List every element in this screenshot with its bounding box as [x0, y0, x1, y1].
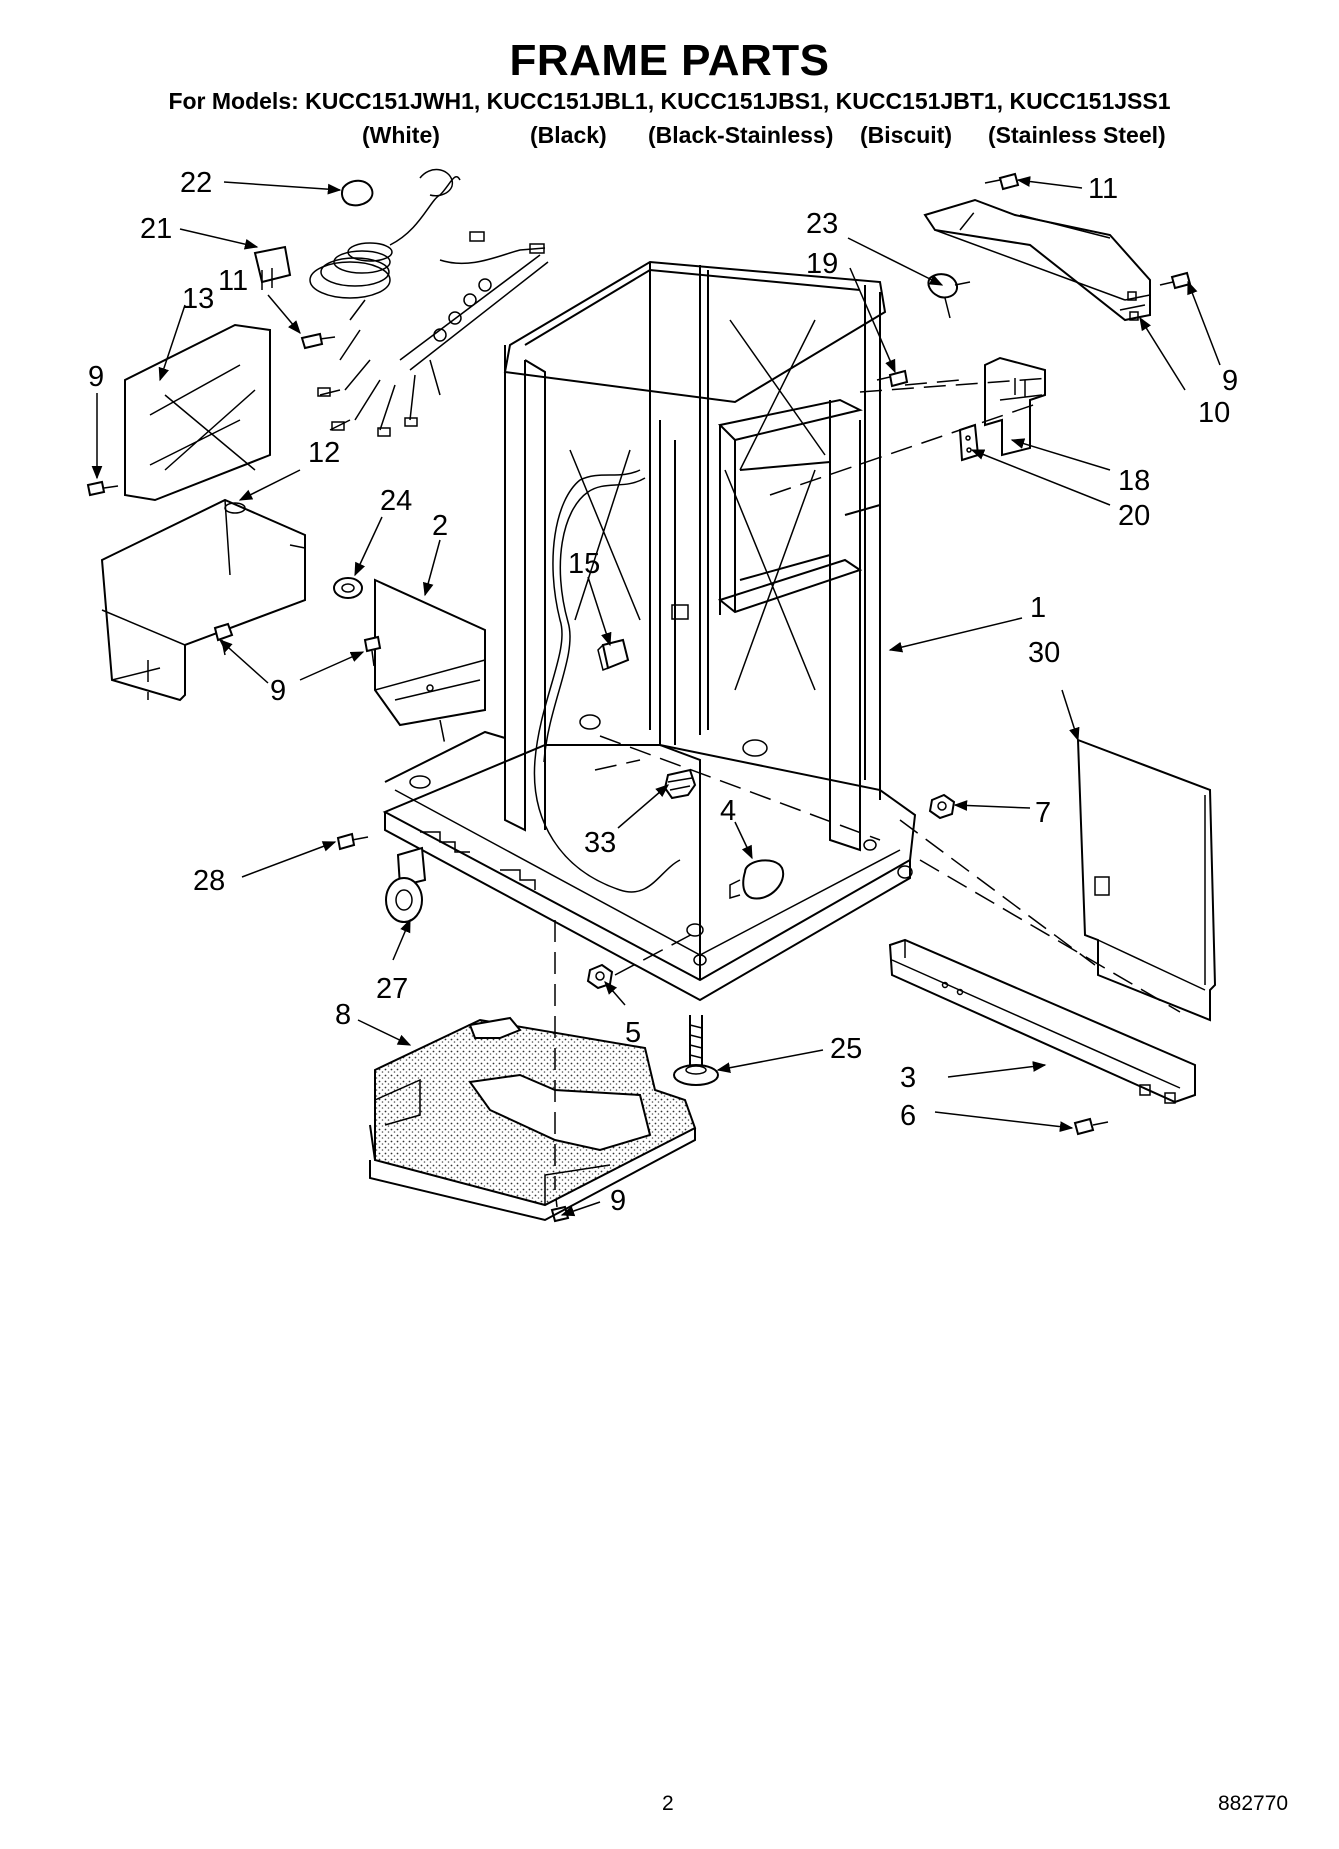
- callout-33: 33: [584, 827, 616, 859]
- variant-black: (Black): [530, 122, 607, 148]
- document-number: 882770: [1218, 1792, 1289, 1815]
- nut-icon: [586, 793, 956, 990]
- leader-arrows: [91, 176, 1221, 1217]
- callout-22: 22: [180, 167, 212, 199]
- bracket-part-18-20: [958, 356, 1046, 462]
- bumper-part-33: [663, 768, 697, 800]
- callout-30: 30: [1028, 637, 1060, 669]
- side-shield-part-12: [100, 498, 306, 702]
- callout-28: 28: [193, 865, 225, 897]
- callout-10: 10: [1198, 397, 1230, 429]
- callout-6: 6: [900, 1100, 916, 1132]
- rear-panel-part-13: [124, 323, 271, 502]
- callout-19: 19: [806, 248, 838, 280]
- callout-9-right: 9: [1222, 365, 1238, 397]
- callout-11-left: 11: [218, 265, 248, 297]
- harness-routing-2: [543, 477, 646, 763]
- bracket-part-2: [374, 578, 486, 727]
- plug-part-21: [253, 245, 292, 290]
- callout-1: 1: [1030, 592, 1046, 624]
- page-title: FRAME PARTS: [509, 36, 830, 85]
- caster-part-27: [385, 846, 427, 923]
- callout-labels: 22 21 13 11 9 12 24 2 9 15 33 4 28 27 8 …: [88, 167, 1238, 1217]
- callout-9-left: 9: [88, 361, 104, 393]
- side-panel-part-30: [1076, 738, 1217, 1022]
- callout-20: 20: [1118, 500, 1150, 532]
- callout-23: 23: [806, 208, 838, 240]
- base-pan-part-8: [369, 1016, 697, 1222]
- callout-25: 25: [830, 1033, 862, 1065]
- strain-relief-part-22: [341, 168, 454, 207]
- callout-18: 18: [1118, 465, 1150, 497]
- callout-4: 4: [720, 795, 736, 827]
- assembly-dash-lines: [147, 204, 1181, 1190]
- callout-8: 8: [335, 999, 351, 1031]
- variant-black-stainless: (Black-Stainless): [648, 122, 834, 148]
- callout-9-bottom: 9: [610, 1185, 626, 1217]
- wiring-harness: [309, 175, 549, 437]
- callout-11-right: 11: [1088, 173, 1118, 205]
- leveling-leg-part-25: [673, 1015, 719, 1086]
- models-line: For Models: KUCC151JWH1, KUCC151JBL1, KU…: [168, 88, 1171, 114]
- grommet-part-24: [333, 577, 363, 599]
- variant-biscuit: (Biscuit): [860, 122, 952, 148]
- callout-21: 21: [140, 213, 172, 245]
- callout-15: 15: [568, 548, 600, 580]
- callout-3: 3: [900, 1062, 916, 1094]
- callout-7: 7: [1035, 797, 1051, 829]
- callout-2: 2: [432, 510, 448, 542]
- cabinet-frame: [382, 260, 917, 1002]
- callout-5: 5: [625, 1017, 641, 1049]
- variant-stainless-steel: (Stainless Steel): [988, 122, 1166, 148]
- page-number: 2: [662, 1792, 674, 1815]
- bracket-part-10: [923, 198, 1151, 322]
- switch-part-15: [597, 638, 630, 672]
- callout-9-shield: 9: [270, 675, 286, 707]
- callout-24: 24: [380, 485, 412, 517]
- callout-13: 13: [182, 283, 214, 315]
- toe-kick-part-3: [888, 938, 1196, 1104]
- variant-white: (White): [362, 122, 440, 148]
- valve-part-4: [729, 859, 785, 900]
- callout-27: 27: [376, 973, 408, 1005]
- harness-routing: [533, 469, 681, 893]
- callout-12: 12: [308, 437, 340, 469]
